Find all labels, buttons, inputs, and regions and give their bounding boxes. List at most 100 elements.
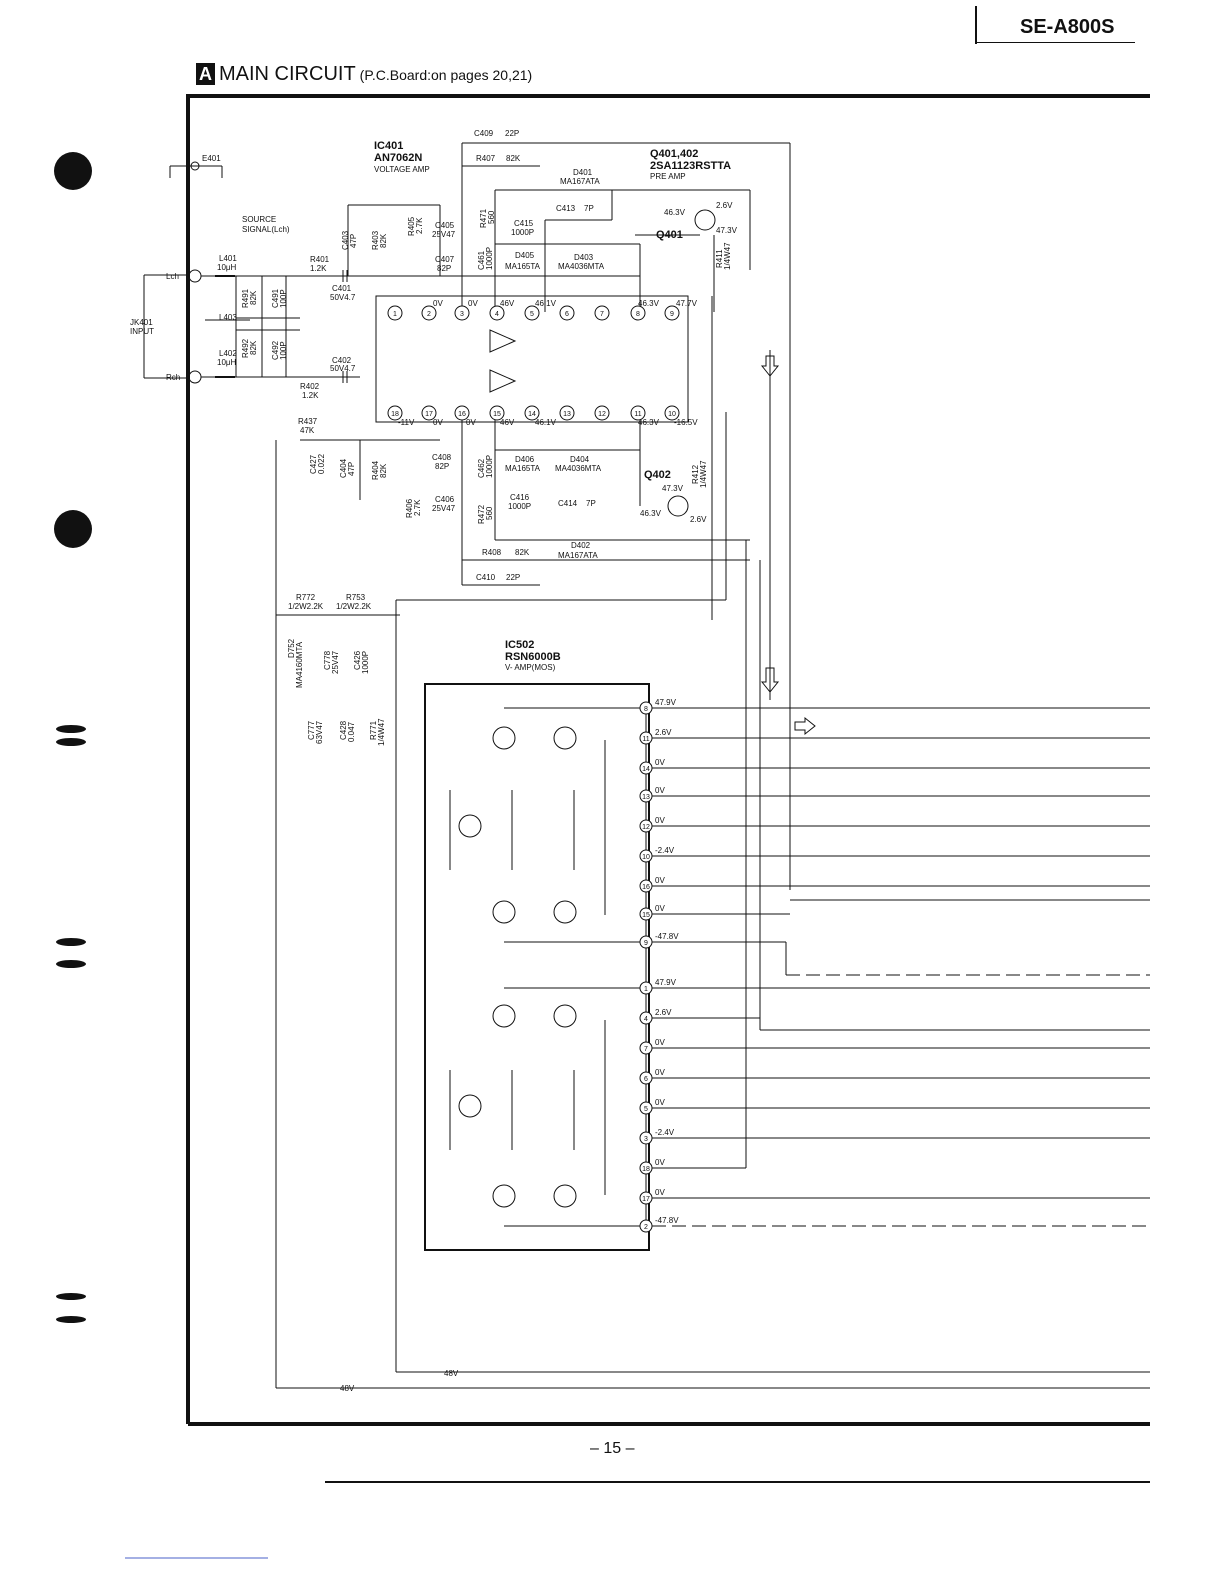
- r404-label: R404: [371, 460, 380, 480]
- ic401-body: [375, 295, 689, 423]
- ic-pin-number: 11: [634, 411, 641, 418]
- c777-value: 63V47: [315, 720, 324, 744]
- ic-pin: [639, 1161, 653, 1175]
- signal-arrow: [760, 667, 780, 693]
- ic502-transistor: [458, 814, 482, 838]
- c409-value: 22P: [505, 129, 519, 138]
- d406-value: MA165TA: [505, 464, 541, 473]
- c403-label: C403: [341, 230, 350, 250]
- q401402-part: 2SA1123RSTTA: [650, 160, 731, 172]
- rail-48v: 48V: [444, 1369, 459, 1378]
- r403-value: 82K: [379, 233, 388, 248]
- ic-pin-number: 2: [427, 311, 431, 318]
- jk401-label: JK401: [130, 318, 153, 327]
- r492-value: 82K: [249, 340, 258, 355]
- c402-label: C402: [332, 356, 352, 365]
- ic-pin: [639, 1131, 653, 1145]
- voltage: 2.6V: [690, 515, 707, 524]
- c492-label: C492: [271, 340, 280, 360]
- r408-label: R408: [482, 548, 502, 557]
- ic502-pin-voltage: -47.8V: [655, 1216, 679, 1225]
- r401-label: R401: [310, 255, 330, 264]
- ic-pin-number: 3: [644, 1136, 648, 1143]
- d406-label: D406: [515, 455, 535, 464]
- binder-hole: [54, 510, 92, 548]
- ic502-pin-voltage: 0V: [655, 1158, 665, 1167]
- ic-pin-number: 15: [642, 912, 650, 919]
- ic-pin-number: 10: [668, 411, 676, 418]
- q401-label: Q401: [656, 229, 683, 241]
- c416-value: 1000P: [508, 502, 531, 511]
- ic502-pin-voltage: 0V: [655, 1038, 665, 1047]
- r772-value: 1/2W2.2K: [288, 602, 324, 611]
- c407-label: C407: [435, 255, 455, 264]
- d402-label: D402: [571, 541, 591, 550]
- ic-pin: [489, 305, 505, 321]
- c428-label: C428: [339, 720, 348, 740]
- sheet-frame: [186, 94, 1150, 1424]
- ic-pin-number: 17: [642, 1196, 650, 1203]
- ic-pin: [639, 1101, 653, 1115]
- ic-pin: [639, 731, 653, 745]
- e401-label: E401: [202, 154, 221, 163]
- c410-value: 22P: [506, 573, 520, 582]
- r471-label: R471: [479, 208, 488, 228]
- ic502-pin-voltage: 0V: [655, 758, 665, 767]
- section-title-main: MAIN CIRCUIT: [219, 63, 356, 85]
- rch-label: Rch: [166, 373, 180, 382]
- c410-label: C410: [476, 573, 496, 582]
- ic-pin: [639, 1071, 653, 1085]
- r491-label: R491: [241, 288, 250, 308]
- ic502-pin-voltage: -47.8V: [655, 932, 679, 941]
- binder-hole: [56, 960, 86, 968]
- c491-value: 100P: [279, 289, 288, 308]
- ic-pin: [489, 405, 505, 421]
- c427-label: C427: [309, 454, 318, 474]
- l402-value: 10μH: [217, 358, 237, 367]
- voltage: 46V: [500, 299, 515, 308]
- ic-pin: [639, 1041, 653, 1055]
- ic-pin: [639, 879, 653, 893]
- q401402-ref: Q401,402: [650, 148, 698, 160]
- ic502-pin-voltage: 0V: [655, 786, 665, 795]
- c406-label: C406: [435, 495, 455, 504]
- ic-pin-number: 11: [642, 736, 649, 743]
- r406-label: R406: [405, 498, 414, 518]
- d404-value: MA4036MTA: [555, 464, 602, 473]
- r402-label: R402: [300, 382, 320, 391]
- ic-pin-number: 14: [642, 766, 650, 773]
- voltage: 46.1V: [535, 299, 557, 308]
- r408-value: 82K: [515, 548, 530, 557]
- ic-pin: [524, 305, 540, 321]
- ic502-part: RSN6000B: [505, 651, 561, 663]
- c413-label: C413: [556, 204, 576, 213]
- c426-value: 1000P: [361, 651, 370, 674]
- voltage: 46.3V: [664, 208, 686, 217]
- ic502-pin-voltage: 0V: [655, 876, 665, 885]
- r753-value: 1/2W2.2K: [336, 602, 372, 611]
- r405-label: R405: [407, 216, 416, 236]
- jk401-label: INPUT: [130, 327, 154, 336]
- r412-value: 1/4W47: [699, 460, 708, 488]
- header-rule: [975, 6, 977, 44]
- ic-pin-number: 4: [644, 1016, 648, 1023]
- voltage: -16.5V: [674, 418, 698, 427]
- ic-pin-number: 1: [393, 311, 397, 318]
- lch-jack: [188, 269, 202, 283]
- ic-pin-number: 17: [425, 411, 433, 418]
- ic-pin-number: 16: [458, 411, 466, 418]
- binder-hole: [56, 938, 86, 946]
- q401402-func: PRE AMP: [650, 172, 686, 181]
- c409-label: C409: [474, 129, 494, 138]
- r492-label: R492: [241, 338, 250, 358]
- voltage: 46.1V: [535, 418, 557, 427]
- r772-label: R772: [296, 593, 316, 602]
- voltage: 46.3V: [640, 509, 662, 518]
- ic-pin: [639, 1011, 653, 1025]
- voltage: 2.6V: [716, 201, 733, 210]
- c492-value: 100P: [279, 341, 288, 360]
- ic502-pin-voltage: 0V: [655, 816, 665, 825]
